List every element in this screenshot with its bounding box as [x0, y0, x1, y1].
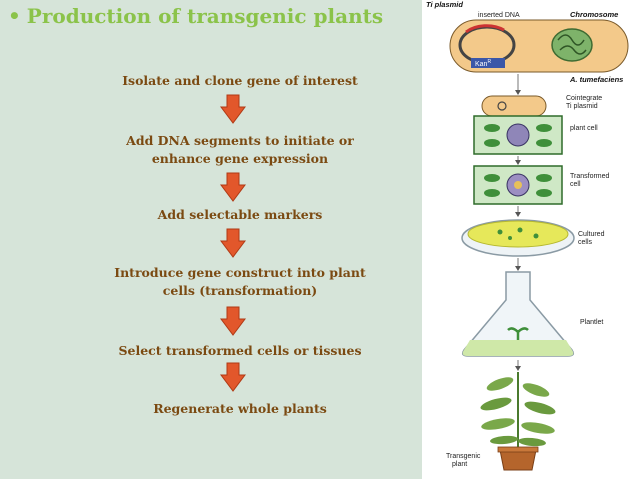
- ti-plasmid-label: Ti plasmid: [426, 0, 463, 9]
- cultured-label-2: cells: [578, 239, 593, 246]
- flask: [461, 271, 575, 357]
- cointegrate-label-1: Cointegrate: [566, 95, 602, 102]
- step-4-line-2: cells (transformation): [162, 283, 318, 298]
- bullet-icon: •: [8, 4, 21, 28]
- transgenic-label-2: plant: [452, 461, 467, 468]
- step-2-line-1: Add DNA segments to initiate or: [126, 133, 354, 148]
- transformed-cell: [473, 165, 563, 205]
- slide-title: •Production of transgenic plants: [8, 4, 383, 28]
- plant-cell: [473, 115, 563, 155]
- step-5: Select transformed cells or tissues: [70, 342, 410, 360]
- step-5-line-1: Select transformed cells or tissues: [118, 343, 362, 358]
- step-1: Isolate and clone gene of interest: [70, 72, 410, 90]
- step-4-line-1: Introduce gene construct into plant: [114, 265, 366, 280]
- arrow-down-icon: [220, 228, 246, 258]
- step-3: Add selectable markers: [70, 206, 410, 224]
- inserted-dna-label: inserted DNA: [478, 12, 520, 19]
- petri-dish: [461, 219, 575, 257]
- title-text: Production of transgenic plants: [26, 4, 384, 28]
- arrow-down-icon: [220, 362, 246, 392]
- step-1-line-1: Isolate and clone gene of interest: [122, 73, 358, 88]
- arrow-down-icon: [220, 172, 246, 202]
- step-4: Introduce gene construct into plant cell…: [70, 264, 410, 300]
- agrobacterium-cell: KanR: [449, 19, 629, 73]
- transgenic-plant: [480, 372, 556, 471]
- transformed-label-2: cell: [570, 181, 581, 188]
- illustration-panel: KanR Ti plasmid inserted DNA Chromosome …: [422, 0, 638, 479]
- step-6-line-1: Regenerate whole plants: [153, 401, 327, 416]
- a-tumefaciens-label: A. tumefaciens: [569, 75, 623, 84]
- plant-cell-label: plant cell: [570, 125, 598, 132]
- kan-label: KanR: [475, 59, 491, 68]
- cultured-label-1: Cultured: [578, 231, 605, 238]
- arrow-down-icon: [220, 306, 246, 336]
- transgenic-label-1: Transgenic: [446, 453, 481, 460]
- arrow-down-icon: [220, 94, 246, 124]
- transformation-diagram: KanR Ti plasmid inserted DNA Chromosome …: [426, 0, 629, 471]
- transformed-label-1: Transformed: [570, 173, 610, 180]
- chromosome-label: Chromosome: [570, 10, 618, 19]
- step-2-line-2: enhance gene expression: [151, 151, 329, 166]
- step-3-line-1: Add selectable markers: [157, 207, 323, 222]
- cointegrate-cell: [481, 95, 547, 117]
- cointegrate-label-2: Ti plasmid: [566, 103, 598, 110]
- plantlet-label: Plantlet: [580, 319, 603, 326]
- step-6: Regenerate whole plants: [70, 400, 410, 418]
- step-2: Add DNA segments to initiate or enhance …: [70, 132, 410, 168]
